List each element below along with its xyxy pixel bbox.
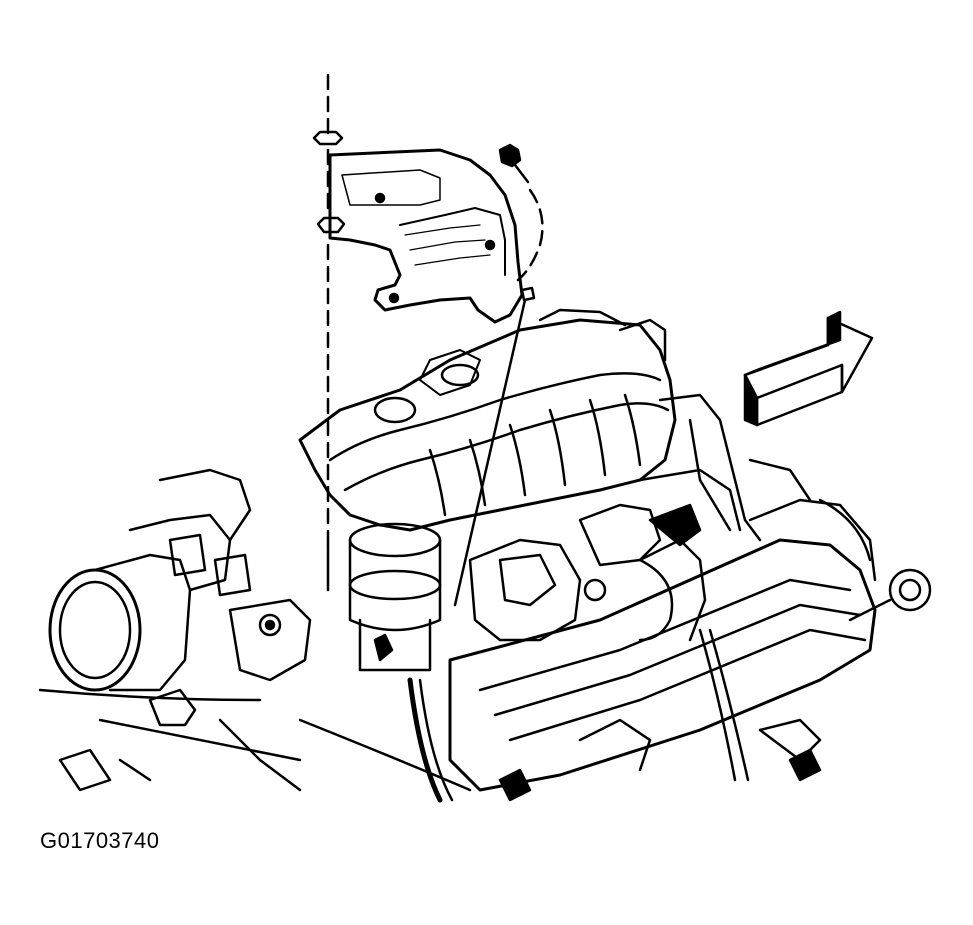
nut (312, 130, 346, 234)
figure-id-label: G01703740 (40, 828, 160, 853)
throttle-body (48, 468, 312, 792)
right-bracket (658, 393, 822, 782)
mounting-bolt (498, 143, 544, 302)
intake-manifold (298, 308, 742, 532)
shield-leader-line (453, 298, 527, 607)
center-components (468, 503, 702, 642)
valve-cover (448, 498, 932, 792)
front-direction-arrow (743, 310, 874, 427)
lower-lines (38, 688, 532, 802)
heat-shield (328, 148, 524, 324)
egr-valve (348, 522, 454, 803)
